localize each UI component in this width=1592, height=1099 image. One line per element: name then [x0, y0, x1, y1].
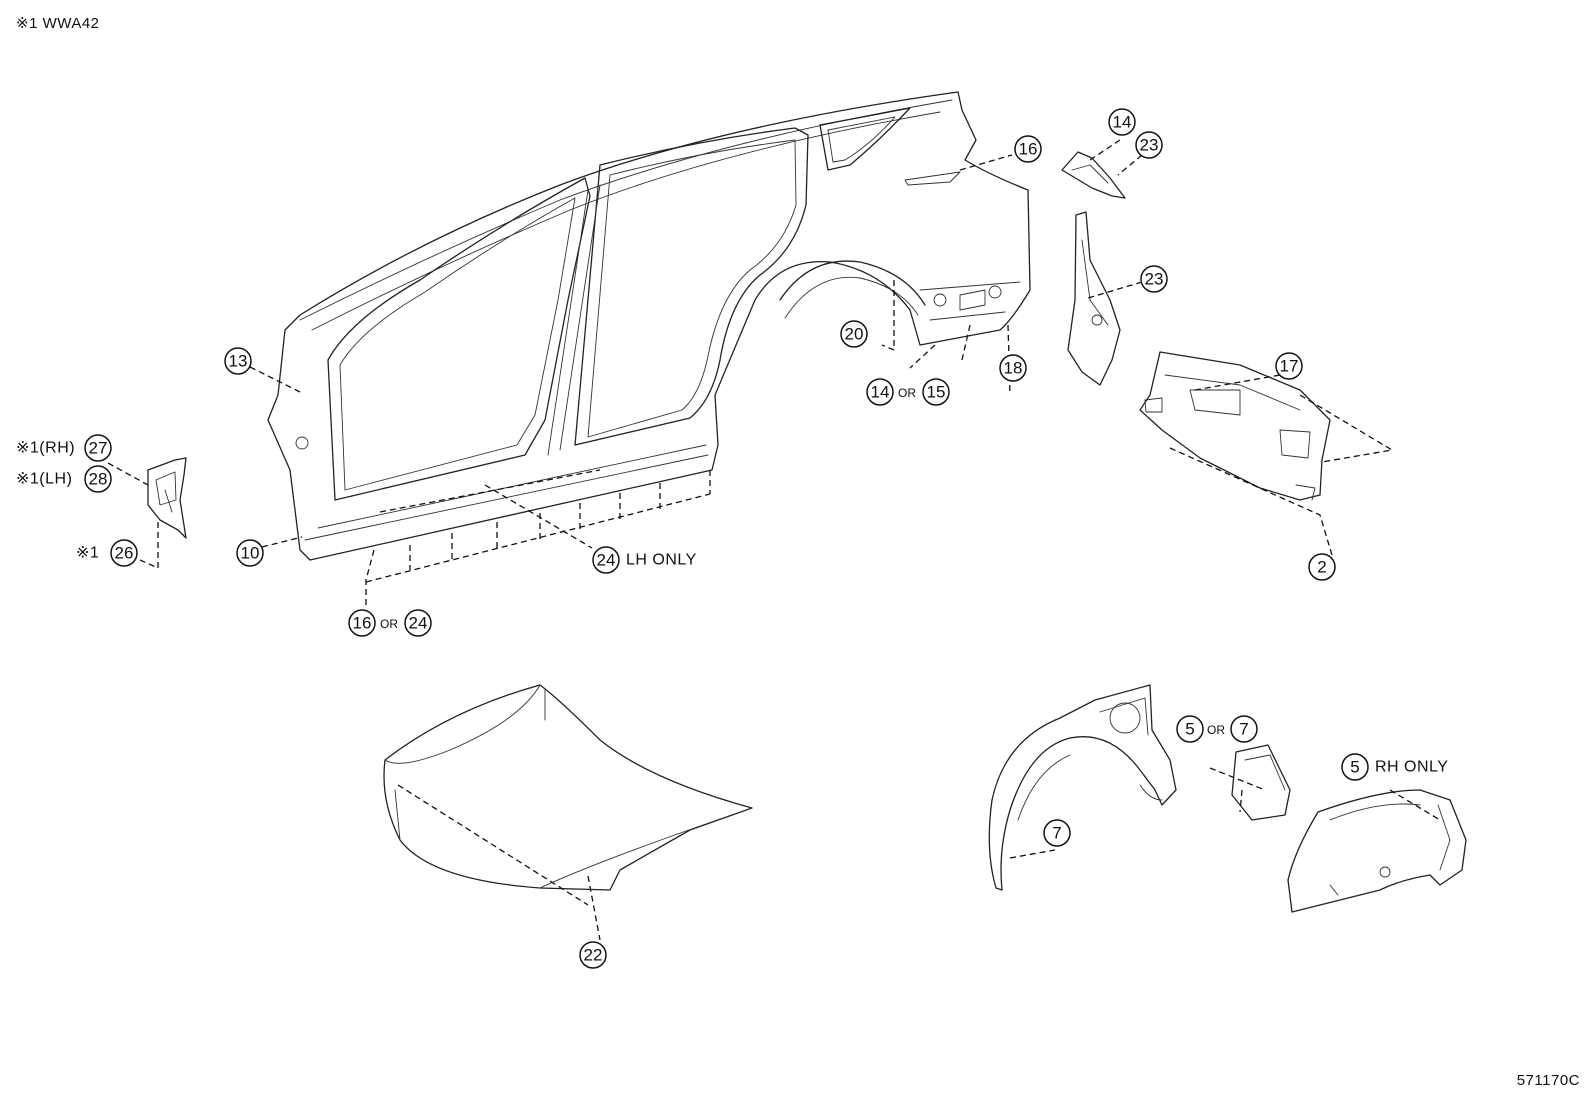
body-side-outer-panel [267, 91, 1031, 561]
hood [383, 684, 753, 891]
svg-text:7: 7 [1239, 720, 1248, 739]
callout-24-lh-only: 24 LH ONLY [592, 546, 697, 574]
svg-text:27: 27 [89, 439, 108, 458]
svg-text:15: 15 [927, 383, 946, 402]
svg-text:28: 28 [89, 470, 108, 489]
callout-23-upper: 23 [1135, 131, 1163, 159]
callout-14: 14 [1108, 108, 1136, 136]
svg-text:26: 26 [115, 544, 134, 563]
svg-text:16: 16 [1019, 140, 1038, 159]
svg-text:2: 2 [1317, 558, 1326, 577]
header-note: ※1 WWA42 [16, 15, 100, 32]
svg-text:17: 17 [1280, 357, 1299, 376]
svg-text:※1(RH): ※1(RH) [16, 440, 75, 457]
callout-17: 17 [1275, 352, 1303, 380]
svg-text:18: 18 [1004, 359, 1023, 378]
svg-text:20: 20 [845, 325, 864, 344]
svg-text:22: 22 [584, 946, 603, 965]
svg-text:23: 23 [1140, 136, 1159, 155]
callout-2: 2 [1308, 553, 1336, 581]
callout-13: 13 [224, 347, 252, 375]
svg-text:7: 7 [1052, 824, 1061, 843]
front-wheel-liner [988, 684, 1177, 891]
svg-text:5: 5 [1185, 720, 1194, 739]
front-pillar-bracket [147, 457, 187, 539]
wheel-liner-patch [1231, 744, 1291, 821]
svg-text:16: 16 [353, 614, 372, 633]
callout-5-rh-only: 5 RH ONLY [1341, 753, 1448, 781]
callout-27: ※1(RH) 27 [16, 434, 112, 462]
callout-18: 18 [999, 354, 1027, 382]
svg-text:14: 14 [871, 383, 890, 402]
callout-28: ※1(LH) 28 [16, 465, 112, 493]
svg-text:OR: OR [898, 386, 916, 400]
rear-wheel-house-inner [1139, 351, 1331, 501]
svg-text:※1: ※1 [76, 545, 99, 562]
leader-lines [107, 139, 1441, 941]
quarter-inner-pillar [1067, 211, 1121, 386]
svg-text:OR: OR [380, 617, 398, 631]
callout-16: 16 [1014, 135, 1042, 163]
callout-22: 22 [579, 941, 607, 969]
svg-text:14: 14 [1113, 113, 1132, 132]
svg-text:10: 10 [241, 544, 260, 563]
roof-side-bracket [1061, 151, 1126, 199]
svg-text:24: 24 [409, 614, 428, 633]
svg-text:OR: OR [1207, 723, 1225, 737]
svg-text:24: 24 [597, 551, 616, 570]
callout-7: 7 [1043, 819, 1071, 847]
callout-10: 10 [236, 539, 264, 567]
callout-23-lower: 23 [1140, 265, 1168, 293]
svg-text:23: 23 [1145, 270, 1164, 289]
svg-text:※1(LH): ※1(LH) [16, 471, 72, 488]
callout-20: 20 [840, 320, 868, 348]
svg-text:13: 13 [229, 352, 248, 371]
callout-16-or-24: 16 OR 24 [348, 609, 432, 637]
svg-text:LH ONLY: LH ONLY [626, 552, 697, 569]
rear-wheel-liner [1287, 789, 1467, 913]
svg-text:RH ONLY: RH ONLY [1375, 759, 1448, 776]
svg-text:5: 5 [1350, 758, 1359, 777]
figure-code: 571170C [1516, 1072, 1580, 1089]
callout-26: ※1 26 [76, 539, 138, 567]
callout-14-or-15: 14 OR 15 [866, 378, 950, 406]
callout-5-or-7: 5 OR 7 [1176, 715, 1258, 743]
